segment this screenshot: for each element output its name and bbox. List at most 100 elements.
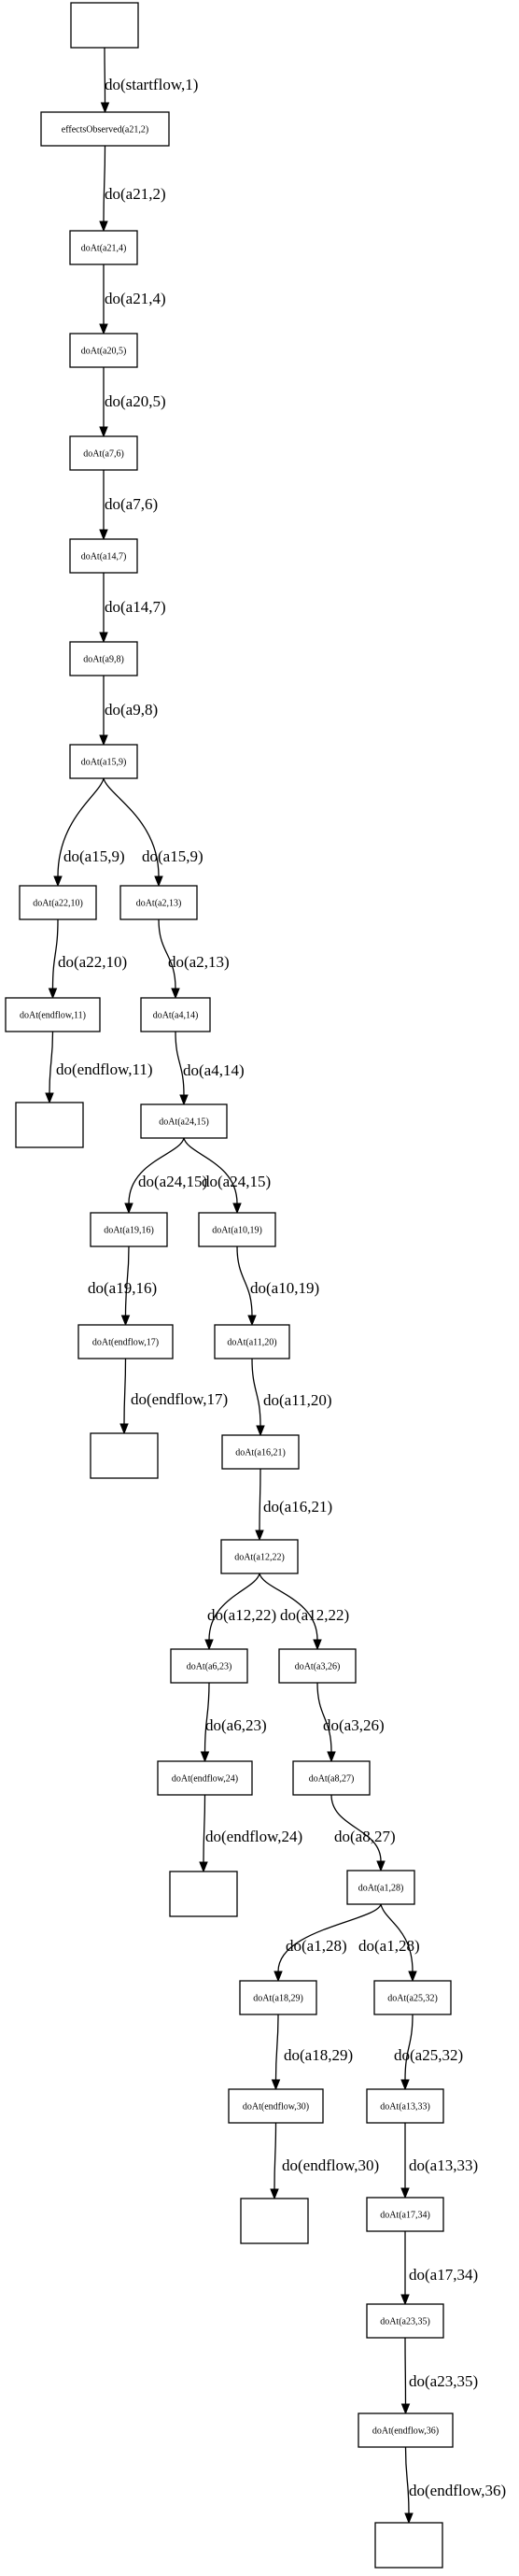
edge-label: do(a18,29)	[284, 2046, 353, 2064]
edge-line	[183, 1137, 238, 1204]
edge-arrowhead	[45, 1092, 54, 1104]
node-label: doAt(a4,14)	[153, 1011, 199, 1021]
edge-arrowhead	[48, 988, 58, 1000]
node-label: doAt(a13,33)	[380, 2102, 430, 2113]
graph-node	[240, 2198, 309, 2244]
graph-node: doAt(endflow,24)	[157, 1760, 253, 1796]
graph-node: doAt(a9,8)	[69, 641, 138, 676]
edge-line	[175, 1031, 185, 1096]
edge-label: do(a6,23)	[205, 1716, 267, 1734]
edge-label: do(endflow,11)	[56, 1060, 153, 1078]
edges-layer: do(startflow,1)do(a21,2)do(a21,4)do(a20,…	[45, 47, 506, 2525]
edge-label: do(a4,14)	[183, 1061, 245, 1079]
edge-line	[103, 145, 106, 222]
edge-label: do(a7,6)	[105, 495, 158, 513]
edge-line	[330, 1794, 382, 1862]
edge-arrowhead	[179, 1094, 189, 1106]
graph-node: doAt(endflow,36)	[358, 2412, 454, 2448]
edge-arrowhead	[53, 875, 63, 888]
graph-edge: do(a6,23)	[200, 1682, 267, 1763]
graph-node: doAt(a18,29)	[239, 1980, 317, 2015]
node-box	[90, 1212, 168, 1247]
edge-label: do(a23,35)	[409, 2372, 478, 2390]
node-label: doAt(a9,8)	[83, 655, 124, 665]
graph-edge: do(a17,34)	[400, 2231, 478, 2306]
edge-label: do(a8,27)	[334, 1828, 396, 1845]
edge-label: do(a2,13)	[168, 953, 230, 971]
graph-node: doAt(endflow,30)	[228, 2088, 324, 2124]
graph-node: doAt(a2,13)	[119, 885, 198, 920]
edge-line	[404, 2446, 410, 2514]
node-label: doAt(a2,13)	[136, 899, 182, 909]
graph-node: doAt(a4,14)	[140, 997, 211, 1032]
edge-arrowhead	[327, 1751, 336, 1763]
node-label: doAt(a14,7)	[81, 552, 127, 562]
edge-label: do(a15,9)	[63, 847, 125, 865]
terminal-node-box	[70, 2, 139, 49]
graph-node: doAt(endflow,11)	[5, 997, 101, 1032]
graph-edge: do(a7,6)	[99, 470, 158, 541]
node-label: doAt(a23,35)	[380, 2317, 430, 2327]
edge-arrowhead	[200, 1751, 210, 1763]
node-label: doAt(endflow,17)	[92, 1338, 159, 1348]
graph-edge: do(a1,28)	[274, 1903, 382, 1983]
node-box	[69, 538, 138, 574]
graph-edge: do(a21,4)	[99, 264, 166, 335]
edge-line	[128, 1137, 185, 1204]
graph-node	[70, 2, 139, 49]
graph-edge: do(a10,19)	[236, 1245, 319, 1327]
graph-edge: do(a11,20)	[251, 1358, 332, 1437]
graph-node: doAt(a12,22)	[220, 1539, 299, 1574]
graph-edge: do(endflow,17)	[119, 1358, 228, 1435]
graph-node: doAt(a20,5)	[69, 333, 138, 368]
graph-edge: do(a21,2)	[99, 145, 166, 233]
node-label: doAt(a21,4)	[81, 244, 127, 254]
graph-edge: do(endflow,36)	[404, 2446, 506, 2525]
terminal-node-box	[90, 1432, 159, 1479]
edge-label: do(a25,32)	[394, 2046, 463, 2064]
edge-arrowhead	[100, 102, 110, 114]
edge-arrowhead	[313, 1639, 322, 1651]
edge-line	[380, 1903, 414, 1972]
graph-edge: do(a15,9)	[103, 777, 203, 888]
graph-node: doAt(a13,33)	[366, 2088, 444, 2124]
edge-arrowhead	[154, 875, 163, 888]
graph-node: doAt(a25,32)	[373, 1980, 452, 2015]
edge-arrowhead	[119, 1423, 129, 1435]
edge-arrowhead	[408, 1971, 417, 1983]
edge-arrowhead	[270, 2188, 279, 2200]
node-box	[373, 1980, 452, 2015]
terminal-node-box	[169, 1871, 238, 1917]
node-box	[366, 2088, 444, 2124]
graph-node: doAt(a22,10)	[19, 885, 97, 920]
edge-line	[203, 1682, 210, 1753]
graph-edge: do(a19,16)	[88, 1245, 157, 1327]
node-box	[157, 1760, 253, 1796]
node-label: doAt(endflow,24)	[172, 1774, 238, 1785]
graph-edge: do(a14,7)	[99, 573, 166, 644]
edge-line	[123, 1358, 127, 1425]
edge-label: do(a21,4)	[105, 290, 166, 307]
node-box	[346, 1870, 415, 1905]
graph-node: doAt(a23,35)	[366, 2303, 444, 2339]
edge-line	[404, 2014, 414, 2081]
edge-line	[274, 2122, 277, 2190]
edge-line	[274, 2014, 279, 2081]
node-label: doAt(a8,27)	[309, 1774, 355, 1785]
edge-arrowhead	[271, 2079, 281, 2091]
edge-label: do(a3,26)	[323, 1716, 385, 1734]
node-box	[220, 1539, 299, 1574]
graph-edge: do(endflow,30)	[270, 2122, 379, 2200]
graph-edge: do(a16,21)	[255, 1468, 332, 1542]
graph-edge: do(a20,5)	[99, 367, 166, 438]
edge-label: do(a9,8)	[105, 701, 158, 719]
edge-label: do(a13,33)	[409, 2156, 478, 2174]
graph-node: doAt(a8,27)	[292, 1760, 371, 1796]
node-label: doAt(a19,16)	[104, 1226, 154, 1236]
graph-edge: do(a24,15)	[183, 1137, 271, 1215]
graph-edge: do(endflow,11)	[45, 1031, 153, 1104]
edge-arrowhead	[400, 2187, 410, 2199]
node-box	[214, 1324, 290, 1359]
graph-node: effectsObserved(a21,2)	[40, 111, 170, 147]
node-label: doAt(a24,15)	[159, 1117, 209, 1128]
